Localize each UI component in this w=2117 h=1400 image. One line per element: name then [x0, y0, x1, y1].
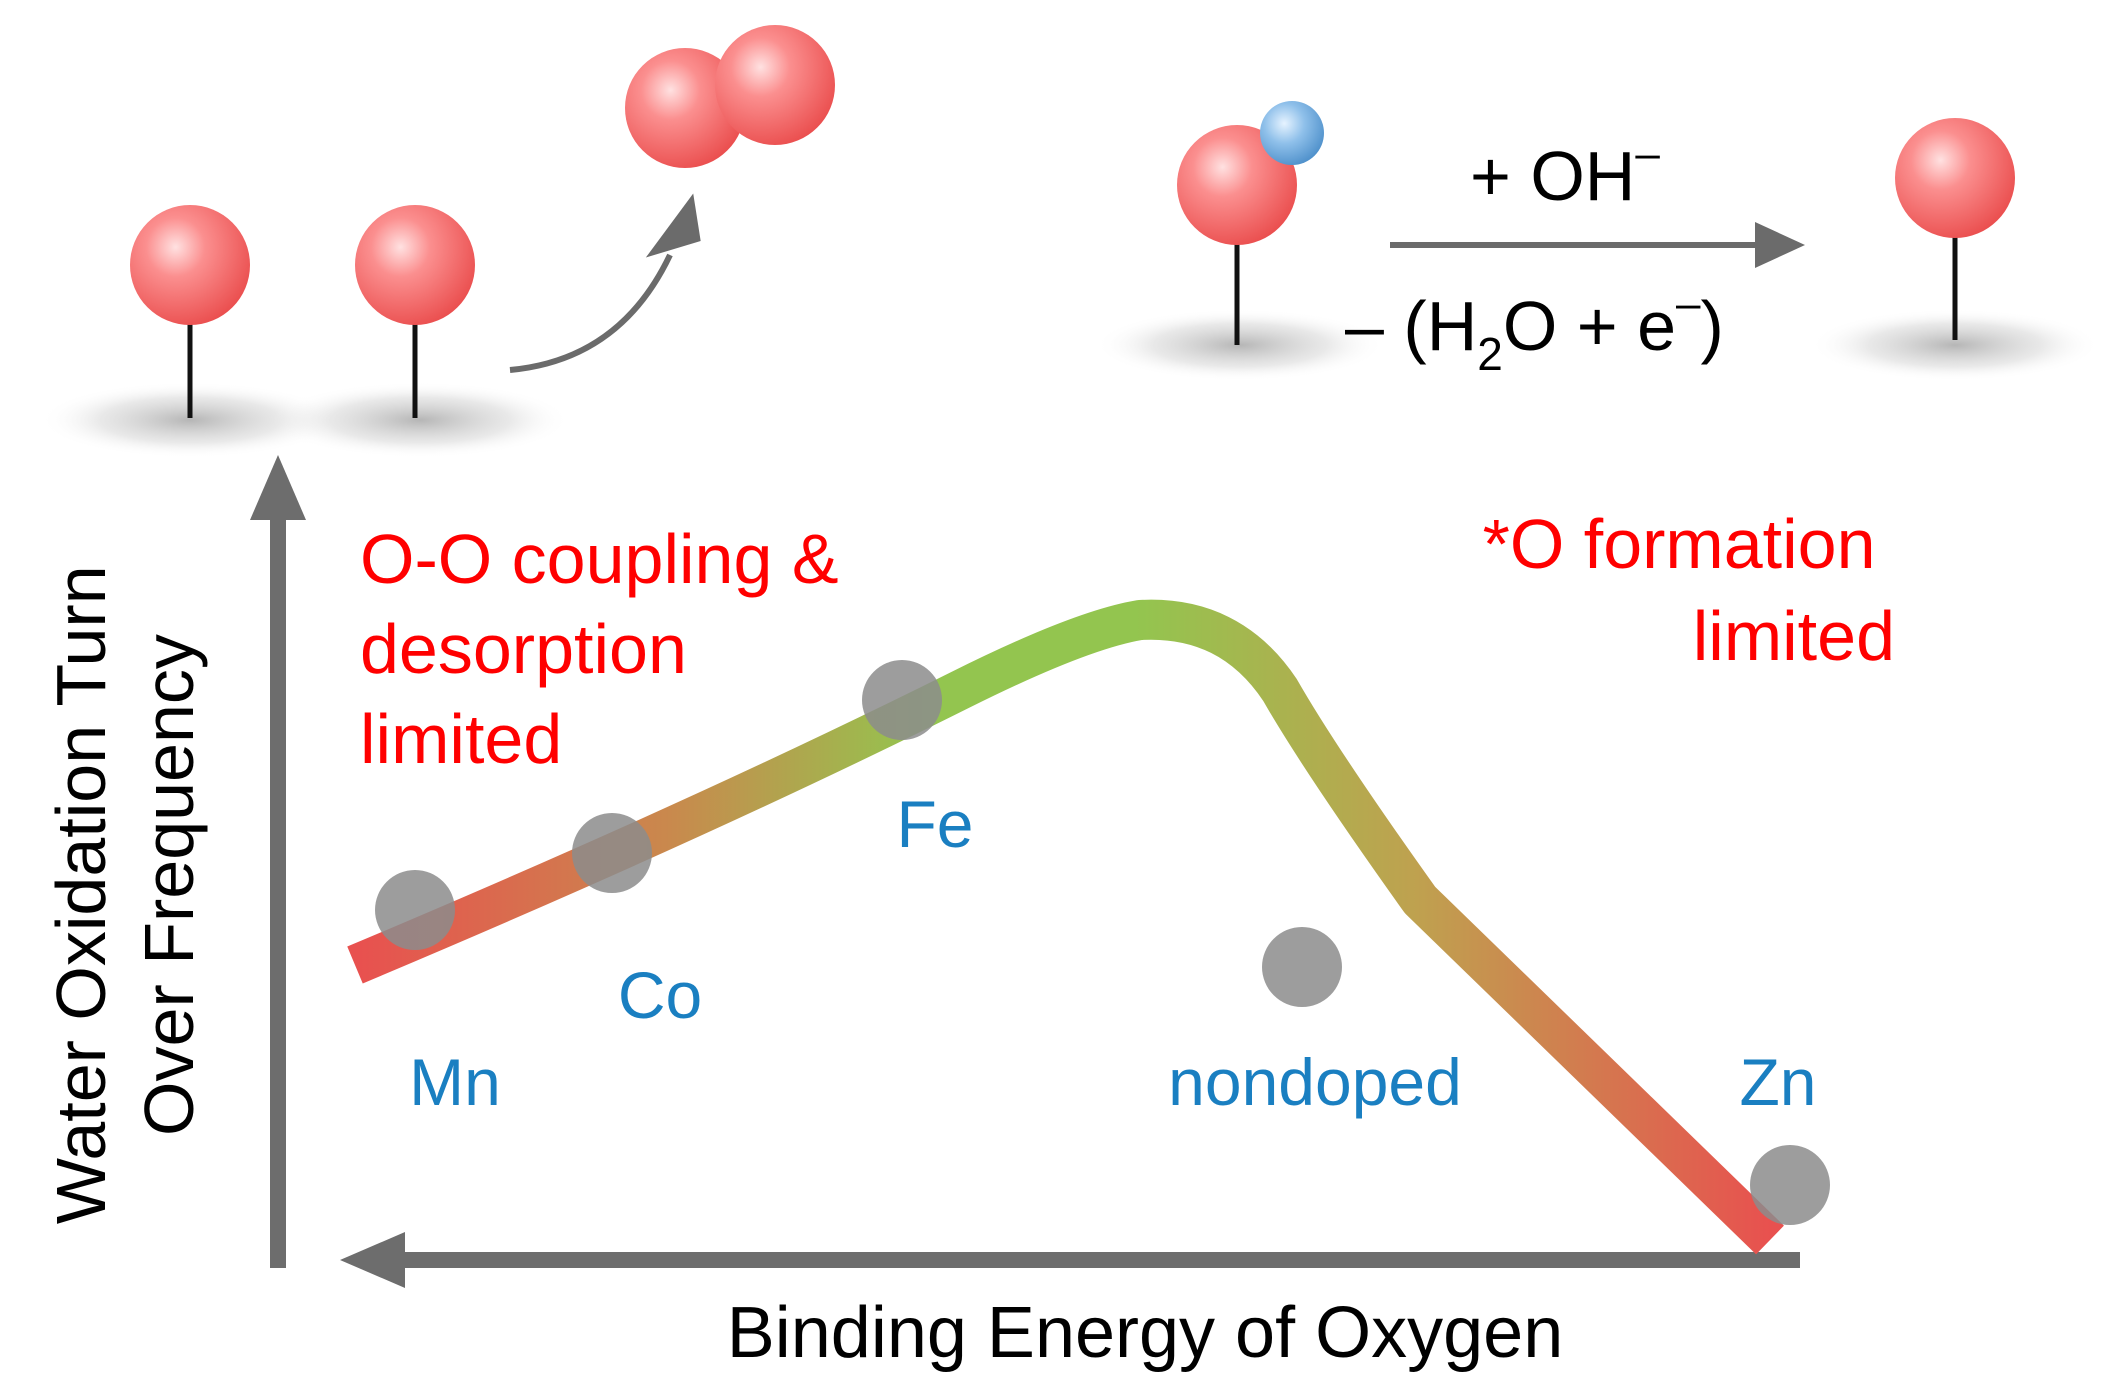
data-point-co: [572, 813, 652, 893]
desorption-arrow: [509, 253, 673, 373]
reaction-bottom-label: – (H2O + e–): [1345, 279, 1724, 380]
hydrogen-atom: [1260, 101, 1324, 165]
arrow-head: [645, 193, 701, 258]
x-axis-label: Binding Energy of Oxygen: [727, 1293, 1564, 1373]
oxygen-atom: [355, 205, 475, 325]
data-point-fe: [862, 660, 942, 740]
data-point-mn: [375, 870, 455, 950]
y-axis-arrow-head: [250, 455, 306, 520]
label-co: Co: [618, 958, 702, 1032]
surface-shadow: [1810, 309, 2100, 381]
y-axis-label: Water Oxidation Turn Over Frequency: [42, 546, 208, 1224]
oxygen-atom: [1895, 118, 2015, 238]
oxygen-atom: [715, 25, 835, 145]
x-axis-arrow-head: [340, 1232, 405, 1288]
oxygen-atom: [130, 205, 250, 325]
data-point-nondoped: [1262, 927, 1342, 1007]
surface-shadow: [270, 382, 570, 458]
label-fe: Fe: [896, 787, 973, 861]
region-right-label: *O formation limited: [1483, 505, 1895, 675]
region-left-label: O-O coupling & desorption limited: [360, 520, 858, 778]
label-nondoped: nondoped: [1168, 1045, 1462, 1119]
surface-shadow: [1095, 309, 1385, 381]
oxygen-atom: [625, 48, 745, 168]
data-point-zn: [1750, 1145, 1830, 1225]
oxygen-atom: [1177, 125, 1297, 245]
volcano-curve: [347, 599, 1784, 1255]
arrow-head: [1755, 222, 1805, 268]
reaction-top-label: + OH–: [1470, 129, 1660, 215]
surface-shadow: [40, 382, 340, 458]
label-mn: Mn: [409, 1045, 501, 1119]
label-zn: Zn: [1739, 1045, 1816, 1119]
